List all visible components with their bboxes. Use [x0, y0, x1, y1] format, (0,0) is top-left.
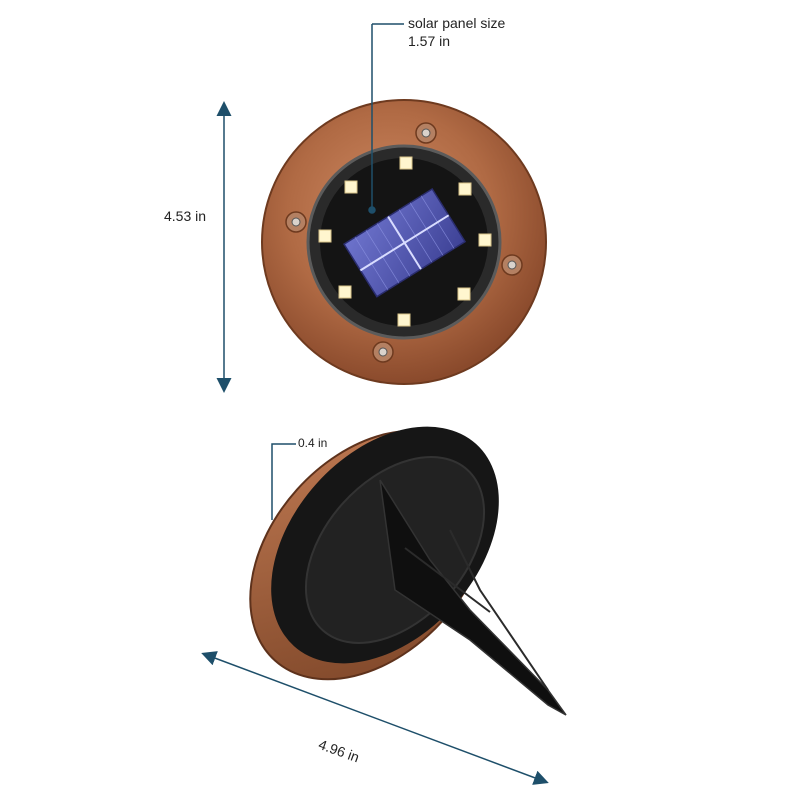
screw-top	[415, 122, 437, 144]
solar-panel	[342, 187, 467, 298]
screw-bottom	[372, 341, 394, 363]
side-view	[249, 426, 567, 716]
thickness-label: 0.4 in	[298, 436, 328, 450]
screw-left	[285, 211, 307, 233]
led-light	[344, 180, 358, 194]
led-light	[397, 313, 411, 327]
diameter-arrow	[201, 651, 549, 785]
thickness-bracket	[271, 443, 296, 520]
panel-size-value: 1.57 in	[408, 33, 451, 49]
screw-right	[501, 254, 523, 276]
led-light	[457, 287, 471, 301]
led-light	[338, 285, 352, 299]
led-ring	[318, 156, 492, 327]
led-light	[458, 182, 472, 196]
led-light	[318, 229, 332, 243]
height-label: 4.53 in	[164, 208, 207, 224]
led-light	[478, 233, 492, 247]
panel-size-label: solar panel size	[408, 15, 506, 31]
top-view	[261, 99, 547, 385]
led-light	[399, 156, 413, 170]
screws	[285, 122, 523, 363]
dimension-lines	[201, 23, 549, 785]
